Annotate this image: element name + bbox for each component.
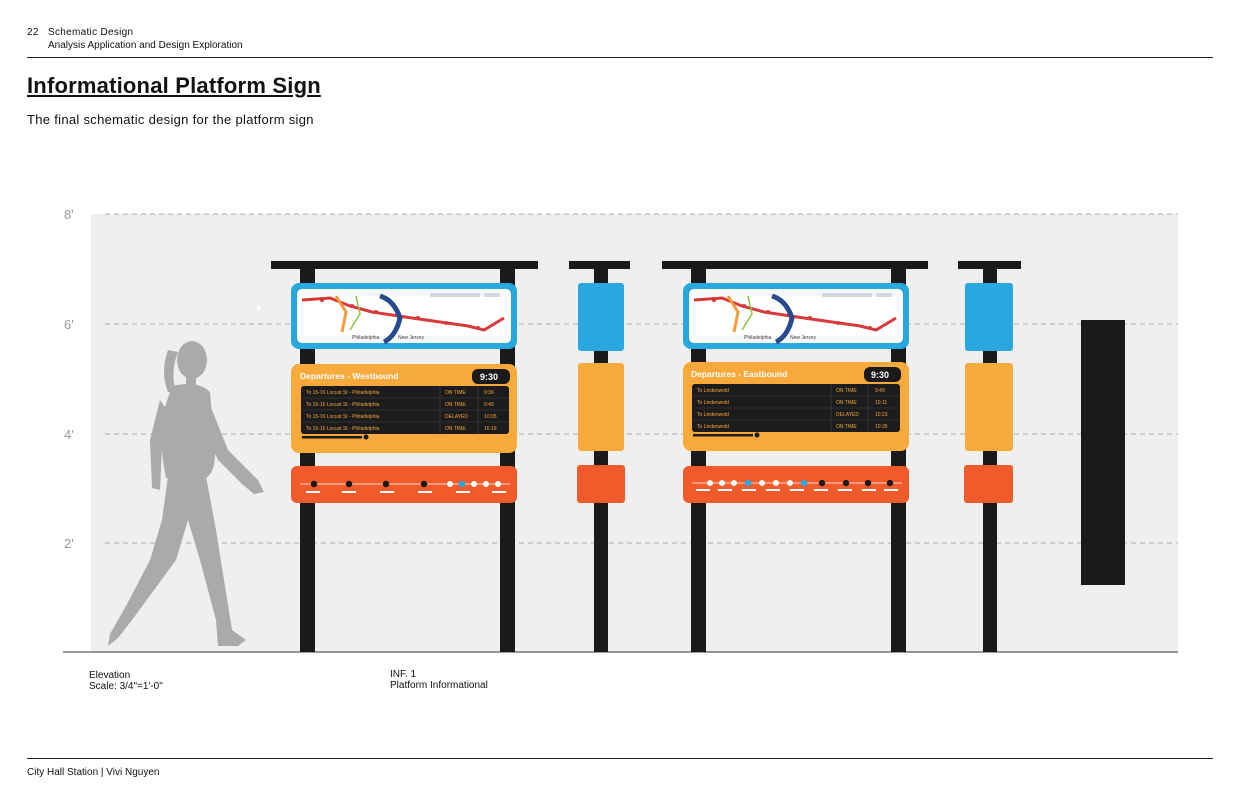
sign-name: Platform Informational [390, 680, 488, 691]
map-label-philadelphia: Philadelphia [744, 335, 771, 341]
row-time: 10:35 [875, 424, 888, 430]
row-destination: To Lindenwold [697, 424, 729, 430]
clock-badge [864, 367, 901, 382]
row-status: DELAYED [836, 412, 859, 418]
clock-time: 9:30 [871, 370, 889, 380]
westbound-sign: Philadelphia New Jersey Departures - Wes… [271, 261, 538, 652]
row-status: ON TIME [836, 424, 857, 430]
footer-rule [27, 758, 1213, 759]
height-label-6: 6' [64, 317, 74, 332]
elevation-title: Elevation [89, 670, 131, 681]
elevation-scale: Scale: 3/4"=1'-0" [89, 681, 163, 692]
river [771, 293, 795, 345]
sign-code: INF. 1 [390, 669, 417, 680]
sign-crossbar [271, 261, 538, 269]
end-panel [1081, 320, 1125, 585]
elevation-backdrop [91, 214, 1178, 652]
station-dots [310, 480, 501, 488]
row-status: ON TIME [445, 390, 466, 396]
station-dots [707, 479, 894, 487]
height-label-4: 4' [64, 427, 74, 442]
row-time: 10:05 [484, 414, 497, 420]
page-title: Informational Platform Sign [27, 73, 321, 98]
row-time: 9:36 [484, 390, 494, 396]
departure-row: To 15-16 Locust St - Philadelphia ON TIM… [306, 390, 494, 396]
row-status: ON TIME [836, 400, 857, 406]
eastbound-sign: Philadelphia New Jersey Departures - Eas… [662, 261, 928, 652]
accessible-icon [363, 434, 369, 440]
row-status: DELAYED [445, 414, 468, 420]
clock-badge [472, 369, 510, 384]
row-time: 9:49 [484, 402, 494, 408]
row-status: ON TIME [445, 402, 466, 408]
row-time: 9:49 [875, 388, 885, 394]
accessible-icon [754, 432, 760, 438]
side-elevation-1 [569, 261, 630, 652]
departure-row: To 15-16 Locust St - Philadelphia ON TIM… [306, 402, 494, 408]
departure-row: To Lindenwold ON TIME 9:49 [697, 388, 885, 394]
row-destination: To 15-16 Locust St - Philadelphia [306, 426, 380, 432]
row-destination: To Lindenwold [697, 388, 729, 394]
row-status: ON TIME [445, 426, 466, 432]
section-name: Schematic Design [47, 27, 134, 38]
departure-row: To 15-16 Locust St - Philadelphia DELAYE… [306, 414, 497, 420]
person-silhouette [108, 341, 264, 646]
side-elevation-2 [958, 261, 1021, 652]
height-label-8: 8' [64, 207, 74, 222]
row-destination: To 15-16 Locust St - Philadelphia [306, 402, 380, 408]
lens-flare [257, 306, 261, 310]
row-time: 10:23 [875, 412, 888, 418]
departure-row: To Lindenwold DELAYED 10:23 [697, 412, 888, 418]
subsection-name: Analysis Application and Design Explorat… [48, 40, 243, 51]
row-destination: To 15-16 Locust St - Philadelphia [306, 414, 380, 420]
departure-row: To Lindenwold ON TIME 10:11 [697, 400, 887, 406]
row-destination: To 15-16 Locust St - Philadelphia [306, 390, 380, 396]
map-label-new-jersey: New Jersey [398, 335, 425, 341]
elevation-caption: Elevation Scale: 3/4"=1'-0" [89, 670, 163, 692]
sign-caption: INF. 1 Platform Informational [390, 669, 488, 691]
page-subtitle: The final schematic design for the platf… [27, 112, 314, 127]
height-label-2: 2' [64, 536, 74, 551]
line-strip-panel [683, 466, 909, 503]
row-destination: To Lindenwold [697, 400, 729, 406]
map-label-philadelphia: Philadelphia [352, 335, 379, 341]
header-rule [27, 57, 1213, 58]
row-destination: To Lindenwold [697, 412, 729, 418]
sign-crossbar [662, 261, 928, 269]
row-time: 10:11 [875, 400, 887, 406]
footer-credit: City Hall Station | Vivi Nguyen [27, 767, 160, 778]
clock-time: 9:30 [480, 372, 498, 382]
map-label-new-jersey: New Jersey [790, 335, 817, 341]
line-strip-panel [291, 466, 517, 503]
departures-title: Departures - Westbound [300, 371, 399, 381]
river [379, 293, 403, 345]
page-number: 22 [27, 27, 39, 38]
row-status: ON TIME [836, 388, 857, 394]
departure-row: To Lindenwold ON TIME 10:35 [697, 424, 888, 430]
page-header: 22 Schematic Design [27, 27, 133, 38]
row-time: 10:19 [484, 426, 497, 432]
departure-row: To 15-16 Locust St - Philadelphia ON TIM… [306, 426, 497, 432]
departures-title: Departures - Eastbound [691, 369, 787, 379]
